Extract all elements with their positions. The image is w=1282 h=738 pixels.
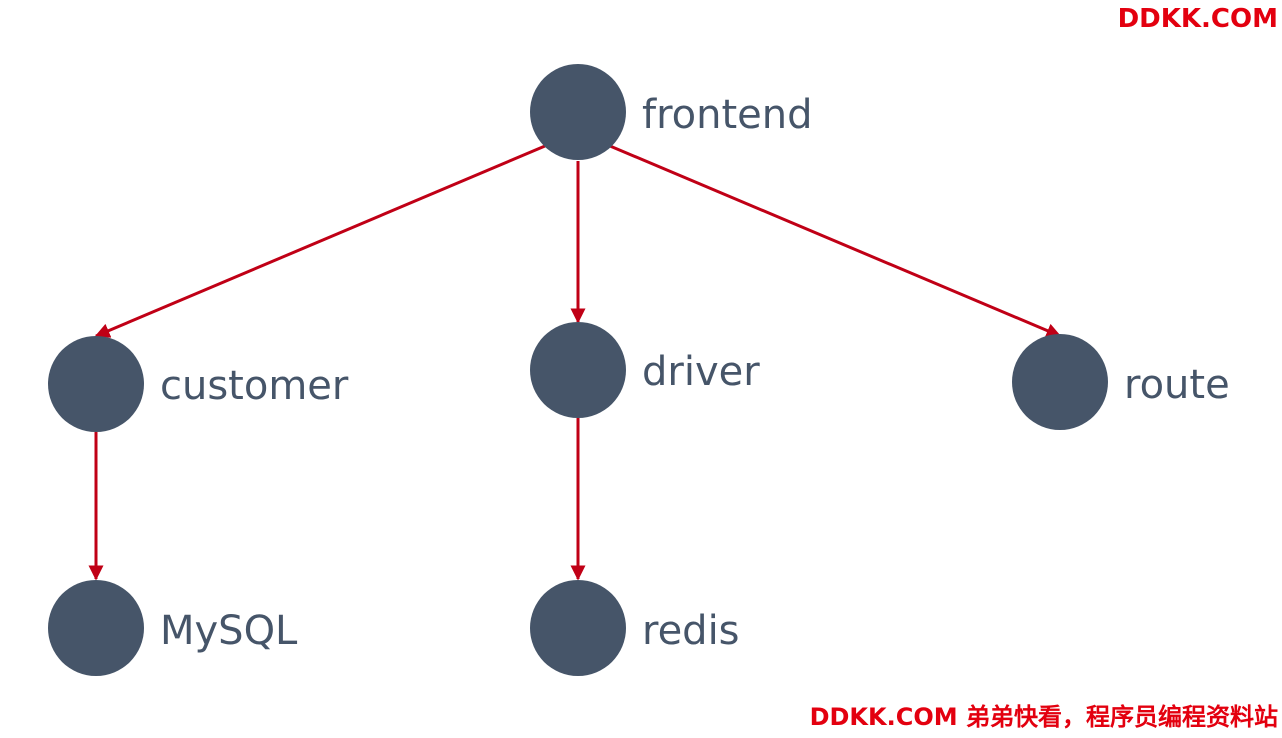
node-route-circle — [1012, 334, 1108, 430]
node-frontend: frontend — [530, 64, 813, 160]
watermark-top: DDKK.COM — [1117, 4, 1278, 34]
edge-frontend-route — [609, 144, 1062, 338]
node-mysql-circle — [48, 580, 144, 676]
edge-frontend-customer — [94, 144, 546, 338]
node-customer-circle — [48, 336, 144, 432]
node-customer: customer — [48, 336, 349, 432]
node-redis: redis — [530, 580, 740, 676]
node-route-label: route — [1124, 362, 1230, 408]
node-redis-circle — [530, 580, 626, 676]
node-driver: driver — [530, 322, 760, 418]
node-frontend-circle — [530, 64, 626, 160]
node-driver-label: driver — [642, 349, 760, 395]
node-customer-label: customer — [160, 363, 349, 409]
node-mysql: MySQL — [48, 580, 298, 676]
node-route: route — [1012, 334, 1230, 430]
node-driver-circle — [530, 322, 626, 418]
node-redis-label: redis — [642, 608, 740, 654]
watermark-bottom: DDKK.COM 弟弟快看，程序员编程资料站 — [809, 703, 1278, 731]
node-mysql-label: MySQL — [160, 608, 298, 654]
node-frontend-label: frontend — [642, 92, 813, 138]
